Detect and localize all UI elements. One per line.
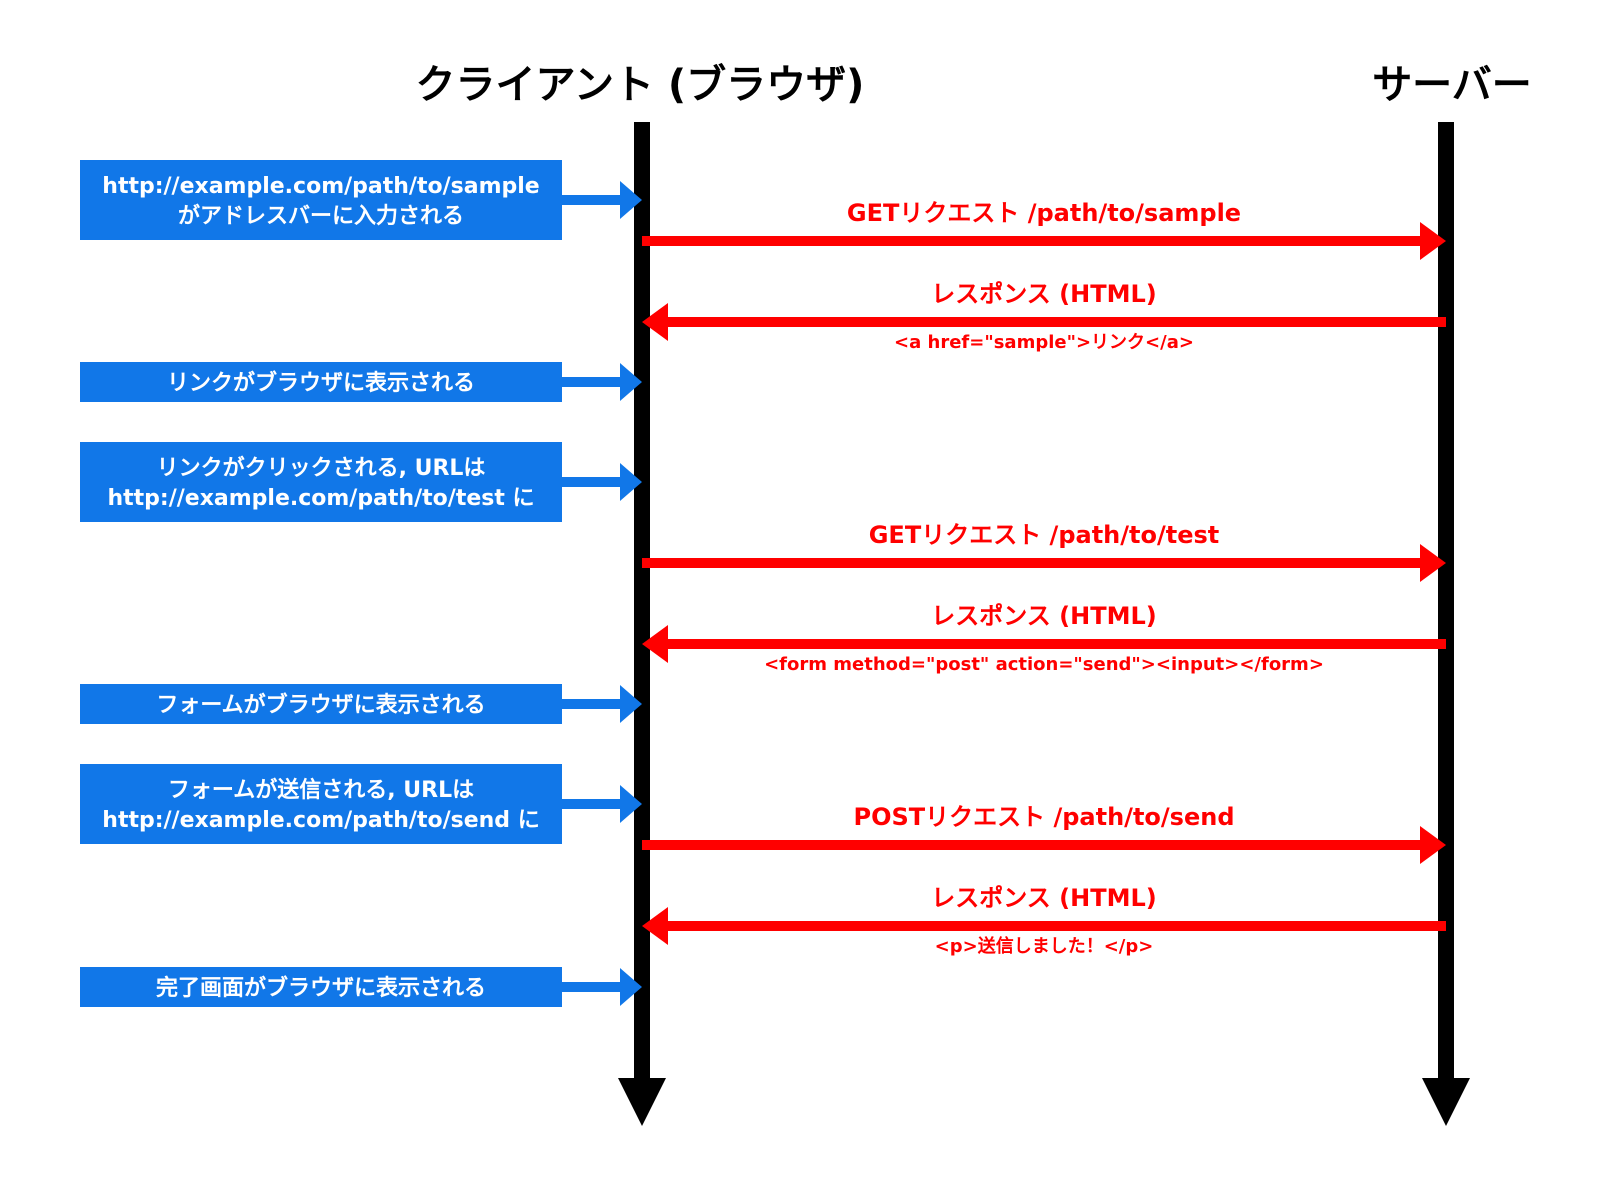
note-pointer-arrowhead <box>620 363 642 401</box>
note: 完了画面がブラウザに表示される <box>80 967 642 1007</box>
message-arrowhead <box>1420 544 1446 582</box>
message-line <box>666 317 1446 327</box>
note-pointer-arrowhead <box>620 785 642 823</box>
message: GETリクエスト /path/to/sample <box>642 199 1446 260</box>
note: フォームが送信される, URLは http://example.com/path/… <box>80 764 642 844</box>
message-line <box>642 840 1422 850</box>
note-line: 完了画面がブラウザに表示される <box>156 975 486 1001</box>
message-arrowhead <box>642 303 668 341</box>
client-heading: クライアント (ブラウザ) <box>416 62 865 108</box>
note-pointer-arrowhead <box>620 685 642 723</box>
note-box <box>80 967 562 1007</box>
message-line <box>642 558 1422 568</box>
message-label: GETリクエスト /path/to/test <box>869 521 1220 549</box>
message-label: レスポンス (HTML) <box>931 280 1156 308</box>
message: GETリクエスト /path/to/test <box>642 521 1446 582</box>
note-box <box>80 764 562 844</box>
note-line: フォームがブラウザに表示される <box>156 692 485 718</box>
note-pointer-arrowhead <box>620 463 642 501</box>
message: レスポンス (HTML) <p>送信しました！</p> <box>642 884 1446 957</box>
message-label: POSTリクエスト /path/to/send <box>853 803 1234 831</box>
note-line: リンクがクリックされる, URLは <box>157 455 486 481</box>
note-pointer-shaft <box>562 477 624 487</box>
message-line <box>642 236 1422 246</box>
lifelines <box>618 122 1470 1126</box>
note-pointer-shaft <box>562 699 624 709</box>
events: http://example.com/path/to/sample がアドレスバー… <box>80 160 1446 1007</box>
note-line: がアドレスバーに入力される <box>178 203 464 229</box>
note-line: http://example.com/path/to/test に <box>107 486 534 511</box>
message-arrowhead <box>642 625 668 663</box>
message-line <box>666 921 1446 931</box>
message-payload: <a href="sample">リンク</a> <box>894 332 1194 353</box>
note-box <box>80 160 562 240</box>
message-arrowhead <box>642 907 668 945</box>
note-pointer-shaft <box>562 799 624 809</box>
note-box <box>80 684 562 724</box>
server-heading: サーバー <box>1372 62 1532 108</box>
note: フォームがブラウザに表示される <box>80 684 642 724</box>
note-pointer-arrowhead <box>620 181 642 219</box>
note-pointer-shaft <box>562 377 624 387</box>
note-line: リンクがブラウザに表示される <box>167 370 475 396</box>
message: レスポンス (HTML) <a href="sample">リンク</a> <box>642 280 1446 353</box>
note: http://example.com/path/to/sample がアドレスバー… <box>80 160 642 240</box>
message-label: レスポンス (HTML) <box>931 602 1156 630</box>
message-payload: <p>送信しました！</p> <box>935 935 1154 957</box>
message: レスポンス (HTML) <form method="post" action="… <box>642 602 1446 675</box>
note-pointer-shaft <box>562 982 624 992</box>
note-pointer-shaft <box>562 195 624 205</box>
message-arrowhead <box>1420 826 1446 864</box>
note-line: http://example.com/path/to/send に <box>102 808 539 833</box>
note: リンクがクリックされる, URLは http://example.com/path… <box>80 442 642 522</box>
note-line: フォームが送信される, URLは <box>168 777 474 803</box>
client-lifeline-arrowhead <box>618 1078 666 1126</box>
message-arrowhead <box>1420 222 1446 260</box>
message-label: GETリクエスト /path/to/sample <box>847 199 1241 227</box>
message: POSTリクエスト /path/to/send <box>642 803 1446 864</box>
note-box <box>80 362 562 402</box>
note-pointer-arrowhead <box>620 968 642 1006</box>
message-line <box>666 639 1446 649</box>
note: リンクがブラウザに表示される <box>80 362 642 402</box>
note-box <box>80 442 562 522</box>
message-label: レスポンス (HTML) <box>931 884 1156 912</box>
client-lifeline <box>634 122 650 1078</box>
note-line: http://example.com/path/to/sample <box>102 174 539 199</box>
message-payload: <form method="post" action="send"><input… <box>764 654 1324 675</box>
server-lifeline-arrowhead <box>1422 1078 1470 1126</box>
server-lifeline <box>1438 122 1454 1078</box>
